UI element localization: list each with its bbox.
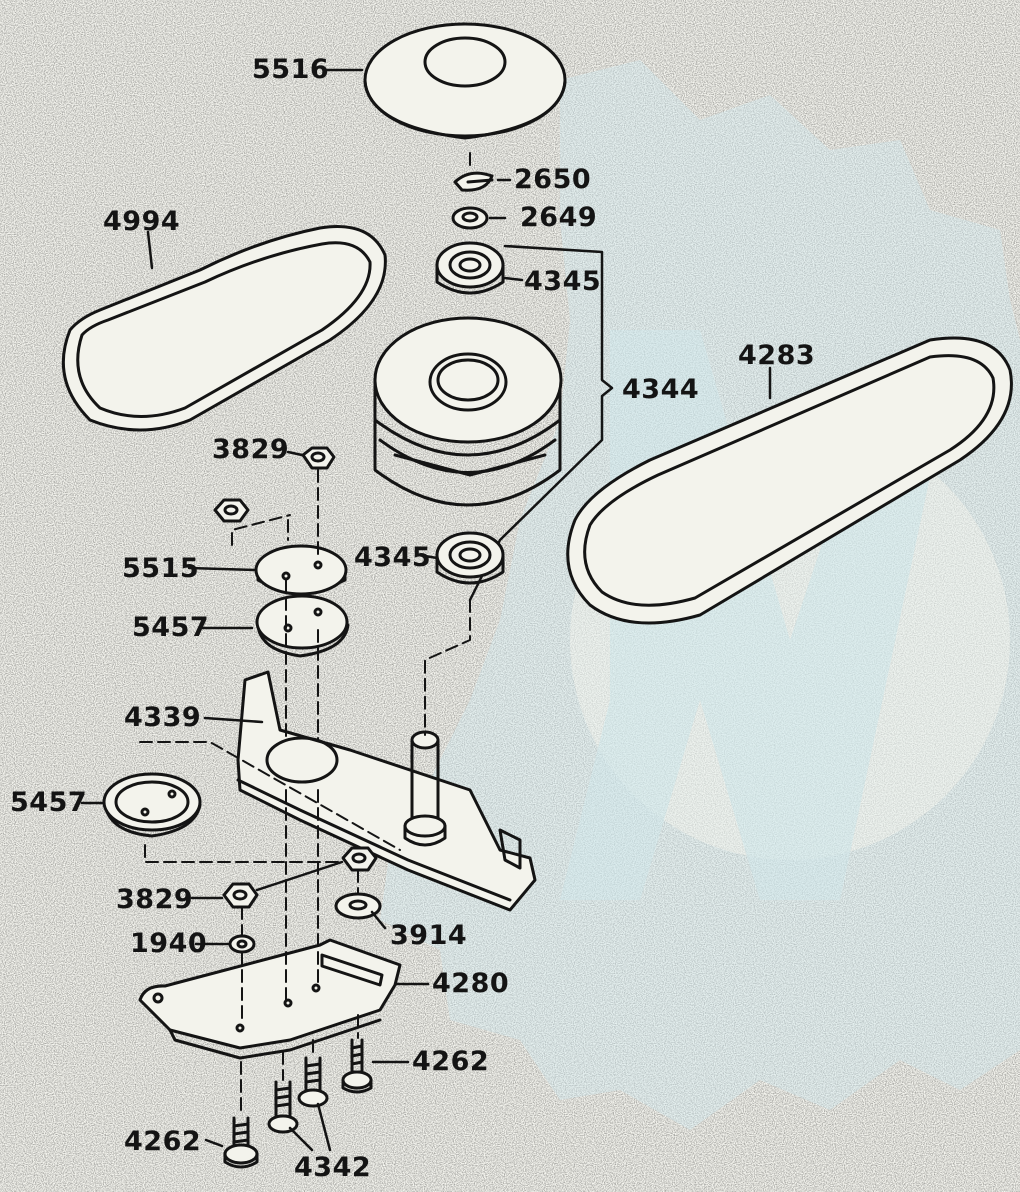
plate-4280 <box>138 938 402 1060</box>
clip-2650 <box>453 171 494 192</box>
washer-2649 <box>451 206 489 230</box>
part-label-4345-lower: 4345 <box>354 542 432 573</box>
idler-5457-upper <box>255 594 350 658</box>
screw-4262-right <box>341 1038 373 1094</box>
washer-1940 <box>228 934 256 954</box>
part-label-4345-upper: 4345 <box>524 266 602 297</box>
screw-4262-left <box>223 1116 259 1169</box>
part-label-1940: 1940 <box>130 928 208 959</box>
nut-3829-upper-left <box>213 498 250 523</box>
leader-lines <box>80 68 772 1152</box>
part-label-4344: 4344 <box>622 374 700 405</box>
idler-5457-lower <box>102 772 202 838</box>
part-label-2650: 2650 <box>514 164 592 195</box>
part-label-3829-lower: 3829 <box>116 884 194 915</box>
bearing-4345-upper <box>435 241 505 295</box>
nut-3829-lower-left <box>222 882 259 909</box>
assembly-axis-lines <box>139 149 471 1117</box>
belt-4994 <box>61 225 387 432</box>
part-label-4283: 4283 <box>738 340 816 371</box>
part-label-4262-right: 4262 <box>412 1046 490 1077</box>
part-label-5457-upper: 5457 <box>132 612 210 643</box>
part-label-4339: 4339 <box>124 702 202 733</box>
bearing-4345-lower <box>435 531 505 585</box>
assembly-bracket-4344 <box>468 244 614 602</box>
belt-4283 <box>566 336 1013 625</box>
part-label-4994: 4994 <box>103 206 181 237</box>
screw-4342-right <box>297 1056 329 1108</box>
part-label-3829-upper: 3829 <box>212 434 290 465</box>
plate-5515 <box>254 544 348 596</box>
part-label-4342: 4342 <box>294 1152 372 1183</box>
cover-disc-5516 <box>363 22 567 140</box>
part-label-5515: 5515 <box>122 553 200 584</box>
part-label-5516: 5516 <box>252 54 330 85</box>
bracket-4339 <box>236 670 537 912</box>
part-label-4262-left: 4262 <box>124 1126 202 1157</box>
part-label-4280: 4280 <box>432 968 510 999</box>
part-label-3914: 3914 <box>390 920 468 951</box>
pulley-4344 <box>373 316 563 507</box>
nut-3829-upper-right <box>301 446 336 470</box>
nut-3829-lower-right <box>341 846 378 872</box>
part-label-2649: 2649 <box>520 202 598 233</box>
part-label-5457-lower: 5457 <box>10 787 88 818</box>
